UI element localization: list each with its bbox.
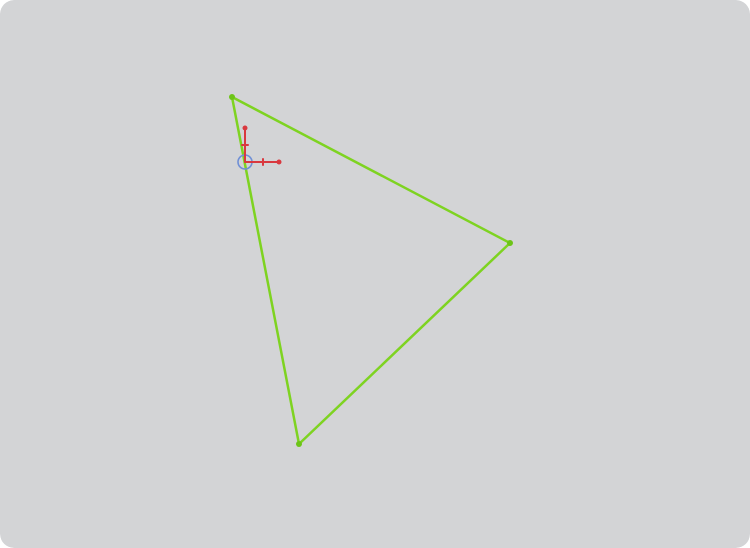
origin-gizmo	[237, 125, 282, 170]
triangle-edge-top[interactable]	[230, 95, 512, 245]
triangle-vertex-bottom[interactable]	[296, 441, 302, 447]
y-axis-arrow-icon	[241, 125, 249, 163]
triangle-edge-right[interactable]	[297, 241, 512, 446]
y-axis-tip	[242, 125, 248, 131]
x-axis-tip	[276, 159, 282, 165]
x-axis-arrow-icon	[244, 158, 282, 166]
triangle-vertex-top-left[interactable]	[229, 94, 235, 100]
triangle-vertex-right[interactable]	[507, 240, 513, 246]
triangle-sketch[interactable]	[229, 94, 513, 447]
